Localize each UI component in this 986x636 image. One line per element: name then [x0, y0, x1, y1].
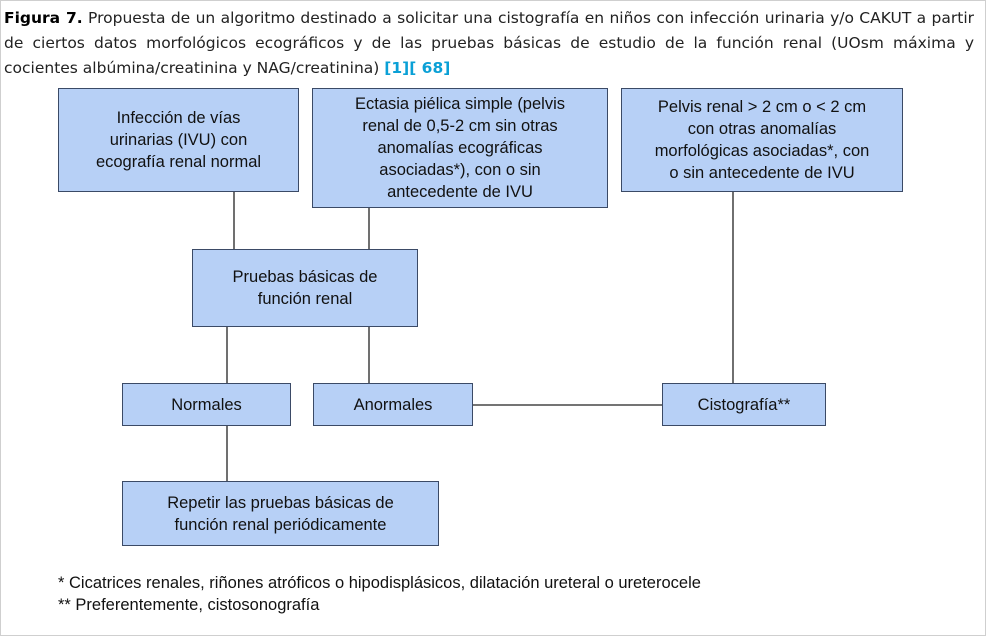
- footnote-1: * Cicatrices renales, riñones atróficos …: [58, 574, 701, 592]
- box-cystography-label: Cistografía**: [697, 395, 791, 414]
- footnotes: * Cicatrices renales, riñones atróficos …: [58, 572, 701, 616]
- box-repeat-tests-label: Repetir las pruebas básicas de función r…: [167, 493, 394, 534]
- box-cystography: Cistografía**: [662, 383, 826, 426]
- box-renal-function-tests-label: Pruebas básicas de función renal: [232, 268, 378, 308]
- box-abnormal-results: Anormales: [313, 383, 473, 426]
- box-renal-function-tests: Pruebas básicas de función renal: [192, 249, 418, 327]
- box-simple-pyelectasis: Ectasia piélica simple (pelvis renal de …: [312, 88, 608, 208]
- box-ivu-normal-label: Infección de vías urinarias (IVU) con ec…: [95, 109, 262, 171]
- box-normal-results: Normales: [122, 383, 291, 426]
- box-normal-results-label: Normales: [171, 395, 242, 414]
- box-ivu-normal-ultrasound: Infección de vías urinarias (IVU) con ec…: [58, 88, 299, 192]
- box-renal-pelvis: Pelvis renal > 2 cm o < 2 cm con otras a…: [621, 88, 903, 192]
- box-abnormal-results-label: Anormales: [353, 395, 433, 414]
- footnote-2: ** Preferentemente, cistosonografía: [58, 596, 320, 614]
- caption-text: Propuesta de un algoritmo destinado a so…: [4, 9, 974, 77]
- box-renal-pelvis-label: Pelvis renal > 2 cm o < 2 cm con otras a…: [654, 98, 870, 182]
- figure-caption: Figura 7. Propuesta de un algoritmo dest…: [4, 6, 974, 81]
- figure-label: Figura 7.: [4, 9, 83, 27]
- box-repeat-tests: Repetir las pruebas básicas de función r…: [122, 481, 439, 546]
- box-simple-pyelectasis-label: Ectasia piélica simple (pelvis renal de …: [355, 95, 565, 201]
- reference-link-1[interactable]: [1]: [384, 59, 410, 77]
- reference-link-68[interactable]: [ 68]: [409, 59, 451, 77]
